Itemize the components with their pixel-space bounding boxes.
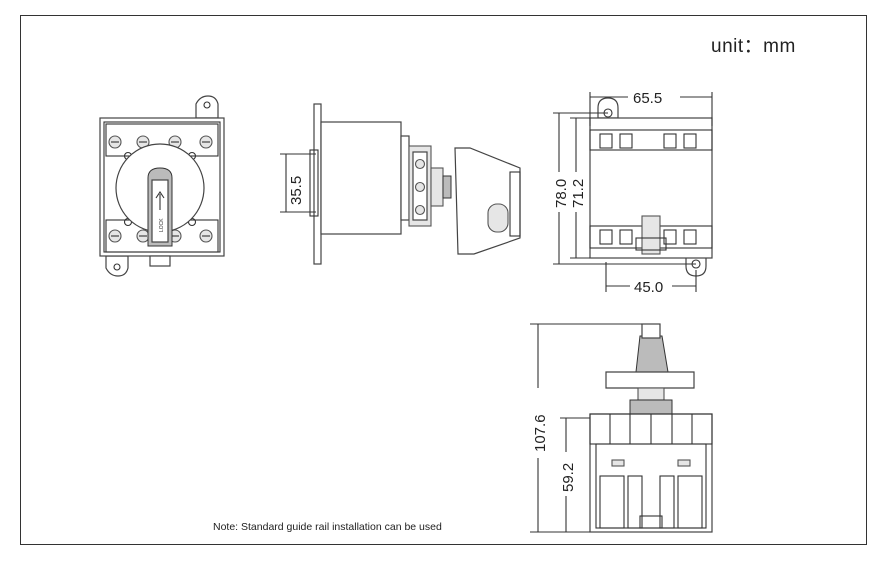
top-view: 65.5 78.0 71.2 45.0 <box>553 90 713 296</box>
elevation-view: 107.6 59.2 <box>530 323 713 533</box>
dim-body-height: 59.2 <box>560 463 577 492</box>
unit-label: unit：mm <box>711 36 796 57</box>
front-view: LOCK <box>99 95 225 277</box>
dim-height-outer: 78.0 <box>553 179 570 208</box>
dim-front-height: 35.5 <box>288 176 305 205</box>
handle-lock-text: LOCK <box>159 218 165 232</box>
dim-width-bottom: 45.0 <box>634 279 663 296</box>
dim-total-height: 107.6 <box>532 414 549 452</box>
dim-height-inner: 71.2 <box>570 179 587 208</box>
installation-note: Note: Standard guide rail installation c… <box>213 521 442 533</box>
drawing-frame <box>20 15 867 545</box>
side-view: 35.5 <box>280 103 521 265</box>
dim-width-top: 65.5 <box>633 90 662 107</box>
